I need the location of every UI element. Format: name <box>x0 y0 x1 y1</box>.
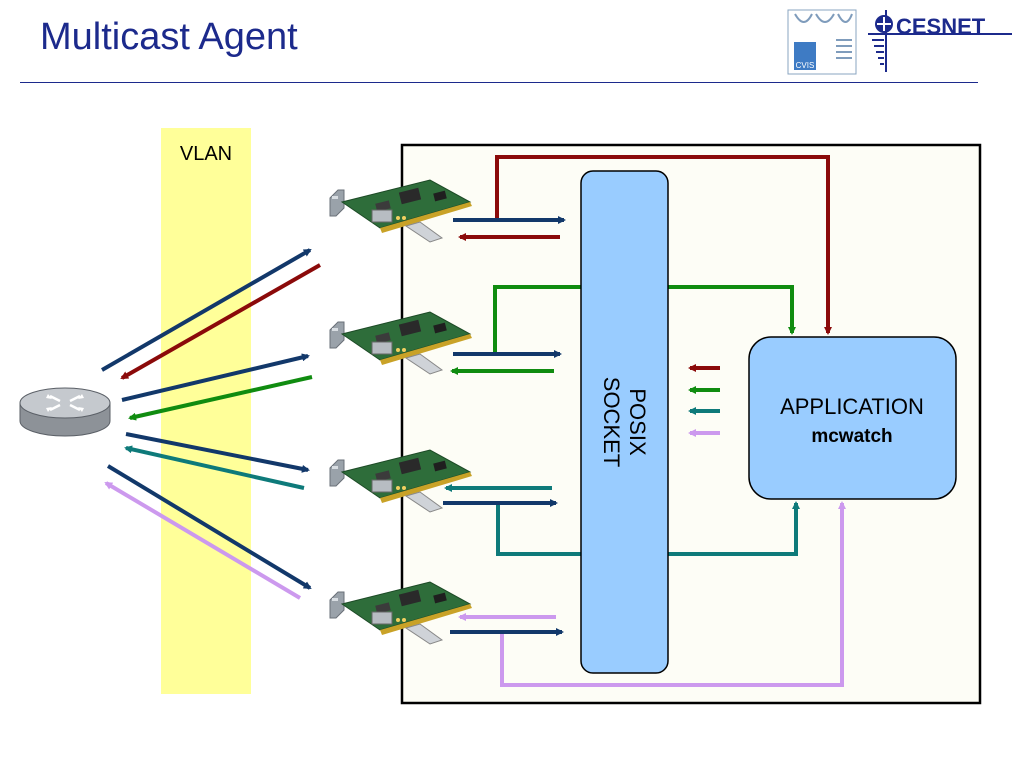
title-divider <box>20 82 978 83</box>
socket-label-line1: POSIX <box>625 388 650 456</box>
cvis-logo-text: CVIS <box>796 61 815 70</box>
router-to-nic1-arrow <box>101 248 312 372</box>
nic3-to-router-arrow <box>124 445 305 490</box>
cvis-logo: CVIS <box>787 9 857 75</box>
nic2-to-router-arrow <box>128 375 313 421</box>
nic4-to-router-arrow <box>104 481 302 600</box>
posix-socket <box>580 170 669 674</box>
vlan-label: VLAN <box>180 143 232 165</box>
router-to-nic3-arrow <box>125 432 310 473</box>
cesnet-logo: CESNET <box>868 10 1012 72</box>
application-box <box>748 336 957 500</box>
vlan-band <box>161 128 251 694</box>
page-title: Multicast Agent <box>40 16 298 58</box>
socket-label-line2: SOCKET <box>599 377 624 467</box>
stream-red-to-app <box>495 155 832 335</box>
stream-lilac-to-app <box>500 501 846 687</box>
router-to-nic4-arrow <box>106 464 312 590</box>
app-label: APPLICATION <box>780 394 924 419</box>
router-to-nic2-arrow <box>121 353 310 402</box>
app-sublabel: mcwatch <box>811 426 892 447</box>
cesnet-logo-text: CESNET <box>896 14 986 39</box>
router-icon <box>19 387 111 437</box>
nic1-to-router-arrow <box>120 263 321 380</box>
